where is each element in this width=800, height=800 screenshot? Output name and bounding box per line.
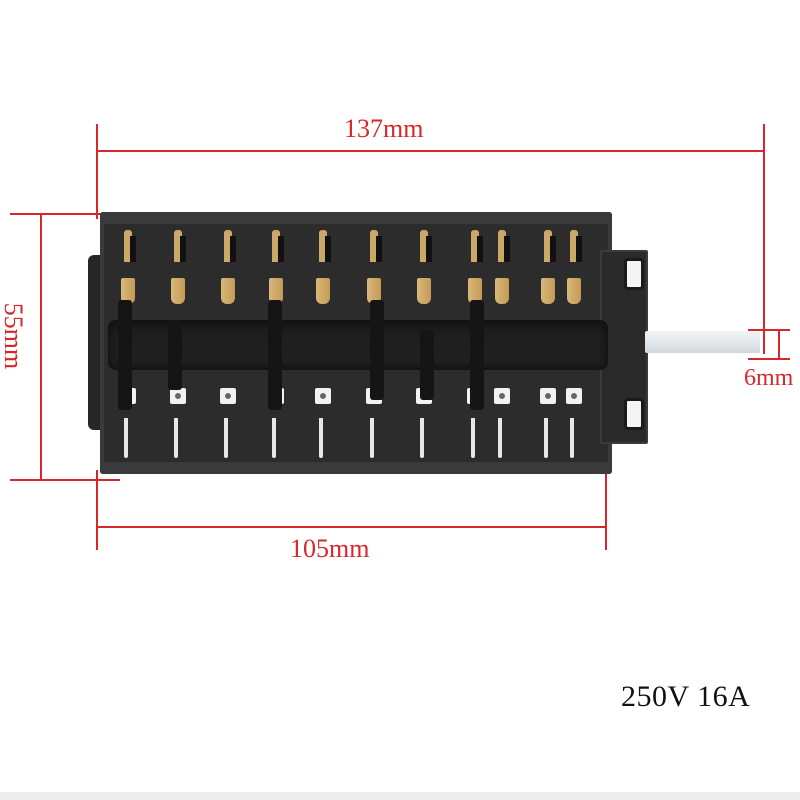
terminal-slot-top [576,236,582,262]
dim-137-label: 137mm [344,114,424,143]
brass-contact [316,278,330,304]
brass-terminal-top [544,230,552,262]
dim-105-label: 105mm [290,534,370,563]
silver-terminal-bottom [319,418,323,458]
brass-contact [417,278,431,304]
dim-105-line [98,526,606,528]
silver-terminal-bottom [471,418,475,458]
rating-label: 250V 16A [621,680,751,713]
dim-55-ext-bottom [10,479,120,481]
brass-contact [121,278,135,304]
dim-137-line [96,150,765,152]
brass-contact [171,278,185,304]
silver-terminal-bottom [544,418,548,458]
cam-1 [118,300,132,410]
bracket-slot-top [624,258,644,290]
cam-4 [370,300,384,400]
brass-terminal-top [370,230,378,262]
cam-5 [420,330,434,400]
brass-terminal-top [471,230,479,262]
dim-55-ext-top [10,213,120,215]
terminal-slot-top [504,236,510,262]
silver-terminal-bottom [224,418,228,458]
silver-terminal-bottom [420,418,424,458]
silver-terminal-bottom [174,418,178,458]
silver-terminal-bottom [272,418,276,458]
terminal-slot-top [278,236,284,262]
brass-terminal-top [224,230,232,262]
terminal-slot-top [477,236,483,262]
terminal-slot-top [180,236,186,262]
silver-terminal-bottom [570,418,574,458]
brass-terminal-top [272,230,280,262]
dim-6-vert [778,329,780,360]
brass-contact [367,278,381,304]
cam-2 [168,320,182,390]
brass-terminal-top [420,230,428,262]
brass-contact [221,278,235,304]
dim-6-label: 6mm [744,365,794,391]
switch-top-rail [104,214,608,224]
silver-terminal-bottom [370,418,374,458]
brass-contact [567,278,581,304]
terminal-slot-top [130,236,136,262]
switch-bottom-rail [104,462,608,472]
silver-terminal-bottom [124,418,128,458]
brass-terminal-top [174,230,182,262]
silver-contact-plate [566,388,582,404]
brass-contact [541,278,555,304]
cam-6 [470,300,484,410]
brass-terminal-top [319,230,327,262]
switch-shaft [645,331,760,353]
dim-6-bottom [748,358,790,360]
dim-55-label: 55mm [0,302,29,370]
bracket-slot-bottom [624,398,644,430]
silver-contact-plate [220,388,236,404]
silver-contact-plate [315,388,331,404]
brass-contact [468,278,482,304]
terminal-slot-top [230,236,236,262]
cam-axle [108,320,608,370]
terminal-slot-top [376,236,382,262]
dim-6-top [748,329,790,331]
brass-contact [495,278,509,304]
terminal-slot-top [550,236,556,262]
bottom-strip [0,792,800,800]
brass-terminal-top [498,230,506,262]
dim-137-ext-right [763,124,765,354]
silver-terminal-bottom [498,418,502,458]
silver-contact-plate [494,388,510,404]
terminal-slot-top [325,236,331,262]
brass-terminal-top [124,230,132,262]
terminal-slot-top [426,236,432,262]
dim-137-ext-left [96,124,98,219]
cam-3 [268,300,282,410]
dim-105-ext-right [605,470,607,550]
silver-contact-plate [170,388,186,404]
silver-contact-plate [540,388,556,404]
dim-105-ext-left [96,470,98,550]
dim-55-line [40,213,42,481]
brass-terminal-top [570,230,578,262]
brass-contact [269,278,283,304]
